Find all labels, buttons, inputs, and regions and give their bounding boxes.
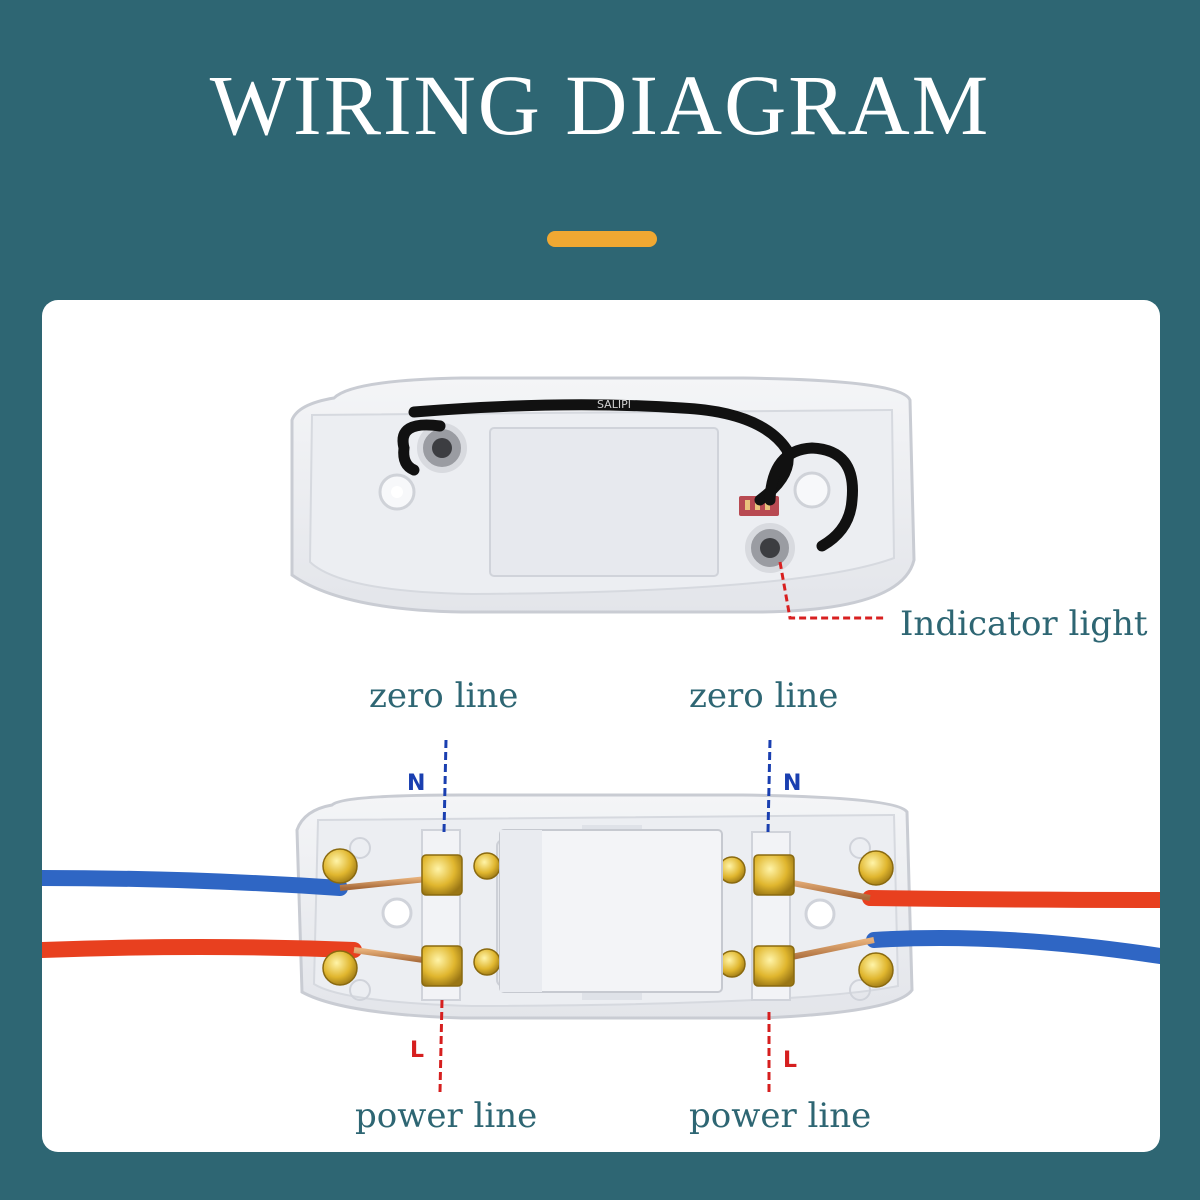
neutral-marker-left: N bbox=[407, 771, 426, 796]
switch-cover: SALIPI bbox=[290, 376, 916, 614]
wires bbox=[42, 870, 1160, 965]
accent-bar bbox=[547, 231, 657, 247]
zero-line-left-leader bbox=[442, 739, 448, 833]
center-switch-block bbox=[499, 829, 723, 993]
live-marker-left: L bbox=[410, 1038, 425, 1063]
power-line-right-label: power line bbox=[689, 1096, 872, 1136]
indicator-light-label: Indicator light bbox=[900, 604, 1148, 644]
terminal-screws bbox=[322, 848, 894, 988]
zero-line-right-leader bbox=[766, 739, 772, 833]
power-line-left-label: power line bbox=[355, 1096, 538, 1136]
neutral-marker-right: N bbox=[783, 771, 802, 796]
wiring-illustration: SALIPI bbox=[42, 376, 1160, 1093]
zero-line-left-label: zero line bbox=[369, 676, 519, 716]
zero-line-right-label: zero line bbox=[689, 676, 839, 716]
indicator-leader-line bbox=[778, 561, 884, 620]
cable-marking: SALIPI bbox=[597, 398, 631, 411]
diagram-panel: SALIPI bbox=[42, 300, 1160, 1152]
power-line-left-leader bbox=[438, 999, 444, 1093]
page-title: WIRING DIAGRAM bbox=[209, 57, 991, 153]
live-marker-right: L bbox=[783, 1048, 798, 1073]
